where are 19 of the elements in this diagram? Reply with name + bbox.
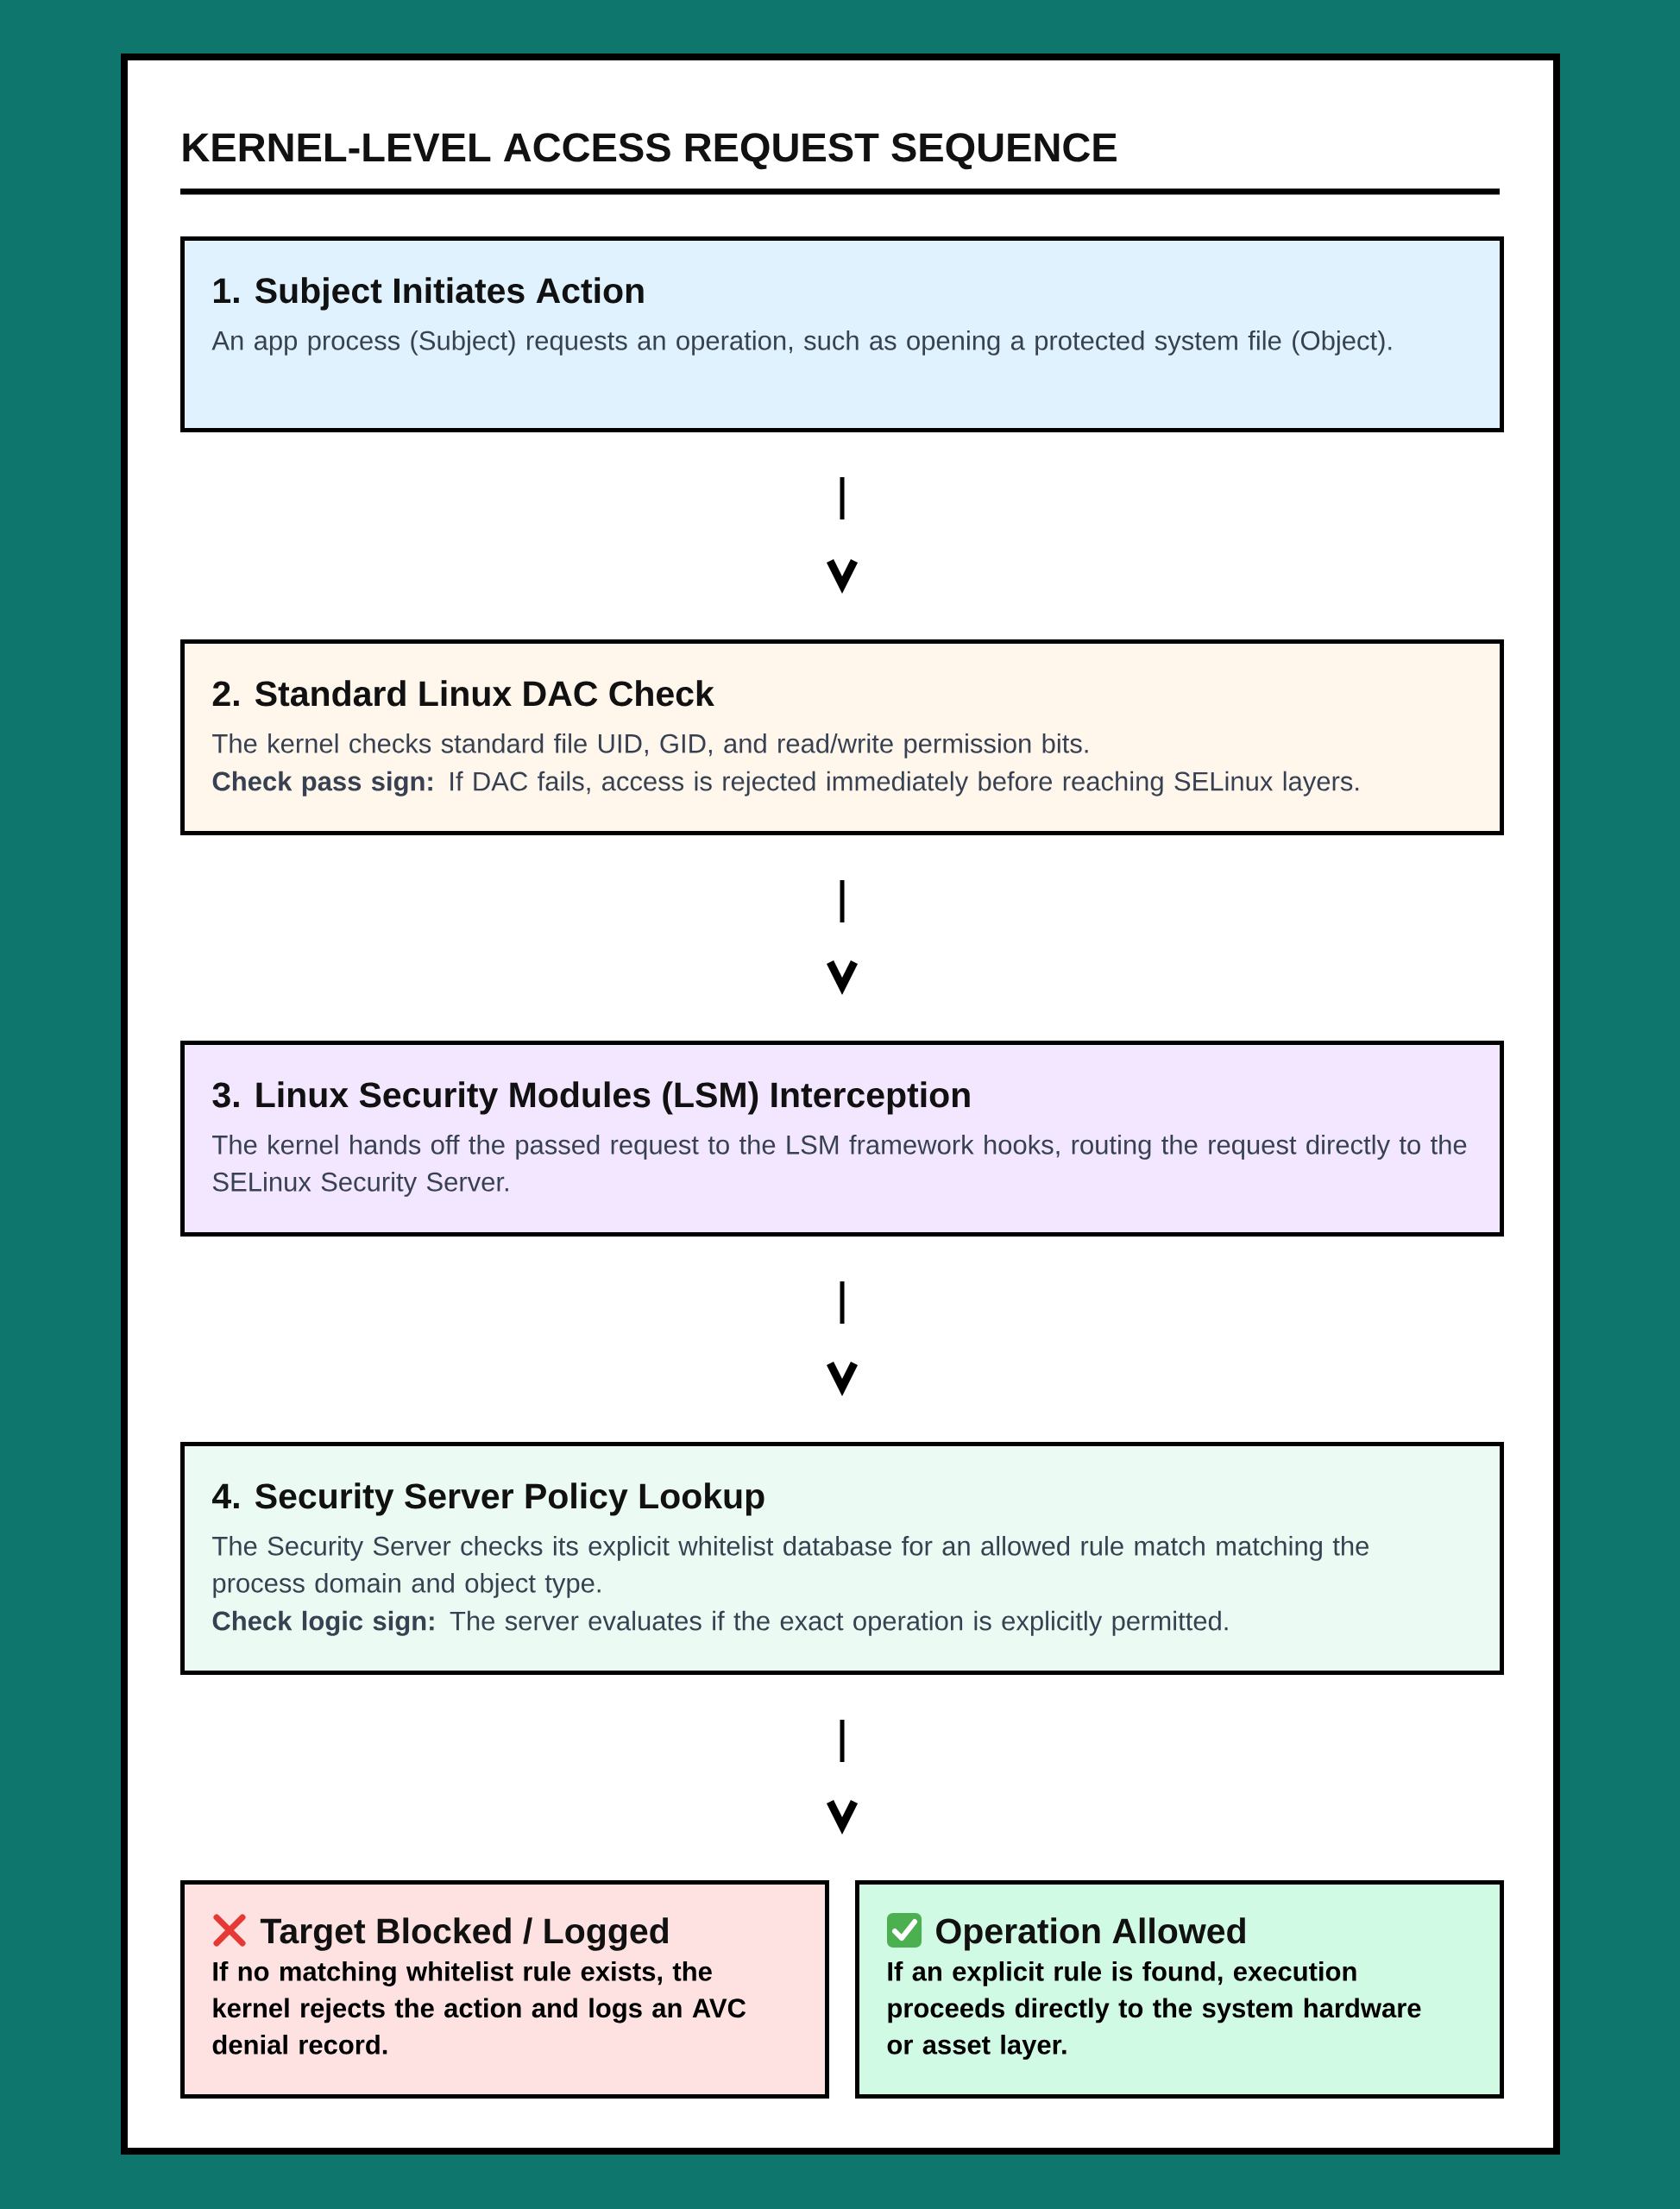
step-heading: 2. Standard Linux DAC Check [212, 680, 714, 707]
arrow [827, 1281, 859, 1397]
step-description: The kernel checks standard file UID, GID, and read/write permission bits. [212, 733, 1088, 758]
title: KERNEL-LEVEL ACCESS REQUEST SEQUENCE [183, 133, 1117, 170]
outcome-description: If no matching whitelist rule exists, the kernel rejects the action and logs an AVC denial record. [212, 1960, 746, 2055]
arrow [827, 880, 859, 996]
outcome-description: If an explicit rule is found, execution proceeds directly to the system hardware or asset layer. [887, 1960, 1421, 2060]
step-description: The kernel hands off the passed request to the LSM framework hooks, routing the request directly to the SELinux Security Server. [212, 1134, 1467, 1197]
outcome-heading: Operation Allowed [936, 1917, 1245, 1951]
step-heading: 3. Linux Security Modules (LSM) Interception [212, 1081, 970, 1115]
step-description: Check pass sign: If DAC fails, access is rejected immediately before reaching SELinux layers. [212, 771, 1359, 796]
step-heading: 4. Security Server Policy Lookup [212, 1482, 764, 1516]
arrow [827, 477, 859, 594]
step-description: An app process (Subject) requests an operation, such as opening a protected system file (Object). [211, 330, 1392, 356]
step-heading: 1. Subject Initiates Action [213, 277, 644, 311]
step-description: The Security Server checks its explicit whitelist database for an allowed rule match matching the process domain and object type. [212, 1535, 1369, 1598]
step-description: Check logic sign: The server evaluates if the exact operation is explicitly permitted. [212, 1610, 1228, 1636]
outcome-heading: Target Blocked / Logged [260, 1917, 669, 1951]
arrow [827, 1720, 859, 1835]
